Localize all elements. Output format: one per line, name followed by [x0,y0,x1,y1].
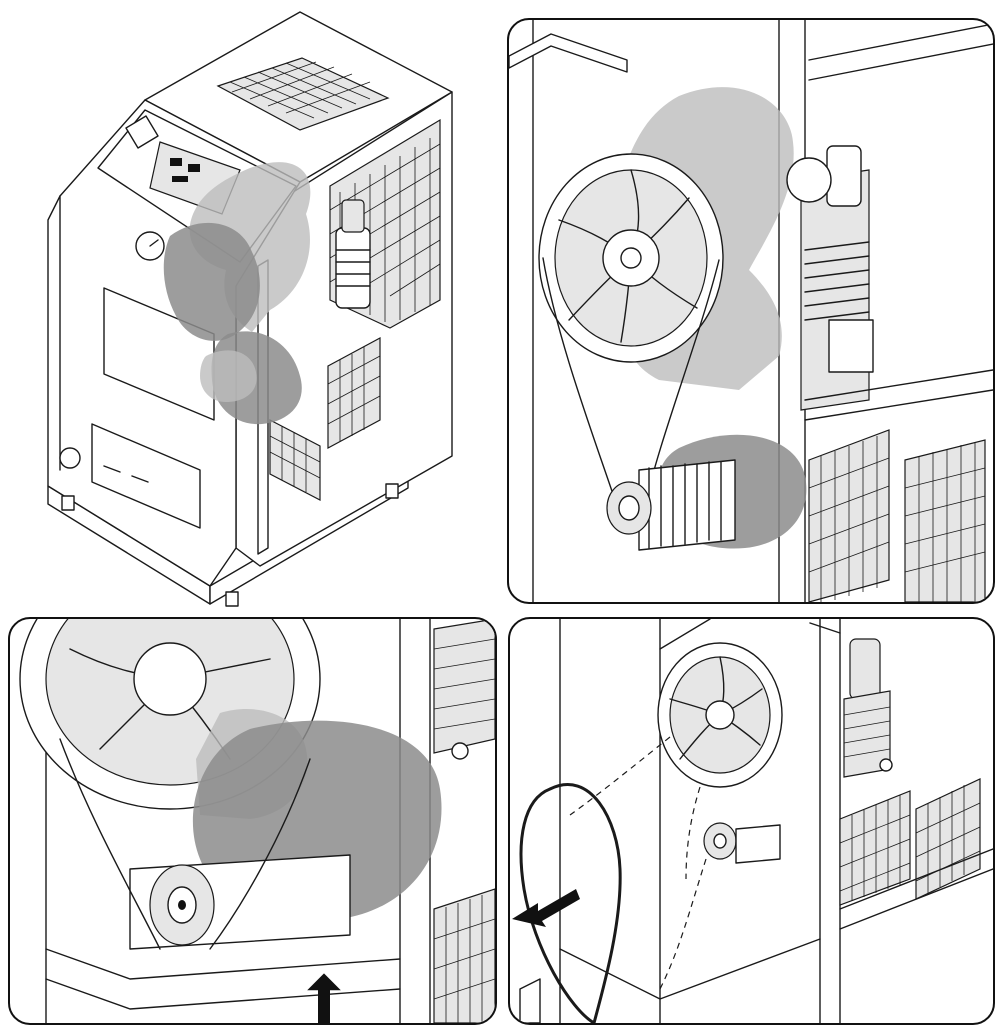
cylinder-fins [433,619,495,754]
warning-label [125,115,159,149]
belt-drive-drawing [509,20,993,602]
control-indicator-2 [188,164,200,172]
foot-front [225,591,239,607]
compressor-cooling-fan [786,157,832,203]
removed-belt [519,782,622,1023]
frame-top-left [509,33,628,73]
motor-pulley [606,481,652,535]
foot-right [385,483,399,499]
mounting-bolt [451,742,469,760]
motor-body [735,824,781,864]
belt-removal-drawing [512,619,993,1023]
control-indicator-1 [170,158,182,166]
fan-wheel [538,153,724,363]
highlight-fan-wheel [163,222,260,341]
compressor-filter [826,145,862,207]
motor-lift-drawing [19,619,495,1023]
compressor-overview-drawing [47,11,453,607]
highlight-motor-pulley [200,350,257,402]
foot-left [61,495,75,511]
mesh-panel-side [915,778,981,900]
mesh-panel-front [839,790,911,906]
cylinder-fins [804,241,870,321]
drive-belt [59,738,311,950]
compressor-filter [341,199,365,233]
highlight-belt-guard [189,162,311,332]
detail-belt-removal-panel [508,617,995,1025]
compressor-base-block [828,319,874,373]
front-mesh-lower [269,419,321,501]
arrow-up-icon [307,973,341,1023]
filter-housing [91,423,201,529]
belt-path-dashed [569,736,707,990]
mesh-panel-side [904,439,986,602]
drain-port [59,447,81,469]
detail-belt-drive-panel [507,18,995,604]
motor-pulley [703,822,737,860]
arrow-left-icon [512,889,580,927]
top-grille-mesh [229,61,371,119]
side-mesh-lower [327,336,381,450]
detail-motor-lift-panel [8,617,497,1025]
control-switch [172,176,188,182]
front-panel-upper [103,287,215,421]
mounting-bolt [879,758,893,772]
overview-panel [0,0,500,612]
fan-wheel [657,642,783,788]
base-frame-corner [519,978,541,1023]
compressor-cylinder [335,227,371,309]
compressor-filter [849,638,881,700]
mesh-panel [433,888,495,1023]
motor-pulley [149,864,215,946]
top-grille [216,57,390,131]
